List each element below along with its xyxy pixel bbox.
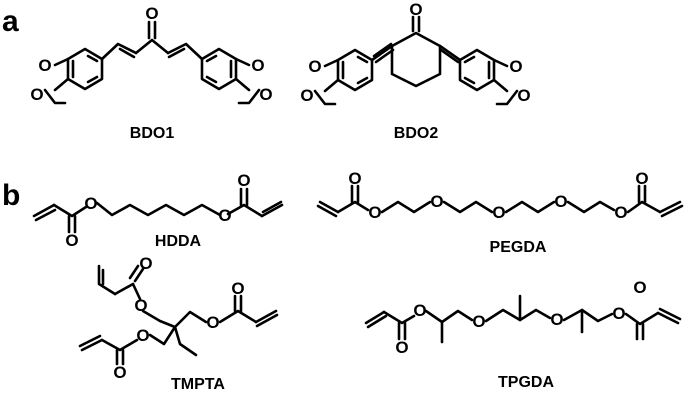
atom-o-tmpta: O (206, 313, 219, 332)
atom-o-bdo1-carbonyl: O (145, 4, 158, 23)
atom-o-tmpta: O (134, 296, 147, 315)
atom-o-tpgda: O (550, 310, 563, 329)
molecule-name-hdda: HDDA (155, 233, 202, 250)
atom-o-tmpta: O (113, 363, 126, 382)
molecule-name-tmpta: TMPTA (171, 376, 225, 393)
atom-o-bdo2-ring: O (308, 57, 321, 76)
atom-o-tmpta: O (231, 279, 244, 298)
molecule-name-bdo1: BDO1 (130, 125, 175, 142)
atom-o-tpgda: O (633, 278, 646, 297)
atom-o-pegda: O (492, 203, 505, 222)
atom-o-bdo1-ring: O (251, 56, 264, 75)
atom-o-pegda: O (614, 203, 627, 222)
atom-o-tpgda: O (612, 304, 625, 323)
atom-o-bdo2-ring: O (300, 86, 313, 105)
atom-o-tmpta: O (139, 254, 152, 273)
panel-letter-b: b (2, 179, 20, 212)
atom-o-pegda: O (554, 192, 567, 211)
atom-o-hdda: O (84, 194, 97, 213)
molecule-tpgda (364, 294, 682, 344)
atom-o-bdo2-carbonyl: O (409, 0, 422, 19)
atom-o-bdo2-ring: O (517, 86, 530, 105)
atom-o-bdo1-ring: O (30, 85, 43, 104)
atom-o-hdda: O (65, 231, 78, 250)
atom-o-pegda: O (635, 169, 648, 188)
atom-o-bdo1-ring: O (38, 56, 51, 75)
molecule-bdo1 (43, 20, 261, 105)
atom-o-pegda: O (430, 192, 443, 211)
molecule-name-tpgda: TPGDA (498, 374, 554, 391)
atom-o-tmpta: O (136, 326, 149, 345)
atom-o-hdda: O (218, 206, 231, 225)
molecule-name-bdo2: BDO2 (394, 125, 439, 142)
atom-o-tpgda: O (472, 312, 485, 331)
molecule-tmpta (78, 264, 279, 366)
panel-letter-a: a (2, 5, 19, 38)
atom-o-bdo1-ring: O (259, 85, 272, 104)
molecule-pegda (316, 184, 684, 218)
atom-o-bdo2-ring: O (509, 57, 522, 76)
atom-o-hdda: O (237, 171, 250, 190)
molecule-name-pegda: PEGDA (490, 239, 547, 256)
atom-o-tpgda: O (395, 338, 408, 357)
atom-o-tpgda: O (413, 301, 426, 320)
atom-o-pegda: O (348, 169, 361, 188)
molecule-hdda (32, 187, 284, 234)
atom-o-pegda: O (368, 203, 381, 222)
molecule-bdo2 (313, 15, 519, 106)
